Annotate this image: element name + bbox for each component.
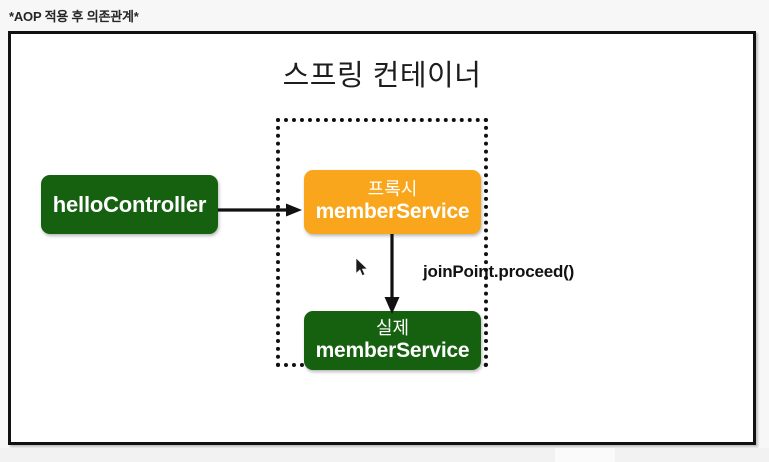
joinpoint-proceed-label: joinPoint.proceed() [423,262,575,281]
caption-title: *AOP 적용 후 의존관계* [9,9,139,24]
caption-strip: *AOP 적용 후 의존관계* [0,0,769,31]
node-real-member-service-label: memberService [315,338,470,362]
bottom-notch [555,448,615,462]
mouse-cursor-icon [355,257,370,278]
page-title: 스프링 컨테이너 [282,60,482,92]
node-hello-controller-label: helloController [52,191,207,217]
arrow-proxy-to-real-icon [383,234,401,314]
bottom-strip [0,448,769,462]
node-real-member-service-subtitle: 실제 [375,317,410,338]
slide-frame: 스프링 컨테이너 helloController 프록시 memberServi… [8,31,756,445]
node-proxy-member-service[interactable]: 프록시 memberService [304,170,481,234]
node-proxy-member-service-subtitle: 프록시 [367,179,418,199]
node-proxy-member-service-label: memberService [315,200,470,224]
node-real-member-service[interactable]: 실제 memberService [304,311,481,370]
arrow-hello-to-proxy-icon [218,203,302,217]
node-hello-controller[interactable]: helloController [41,175,218,234]
